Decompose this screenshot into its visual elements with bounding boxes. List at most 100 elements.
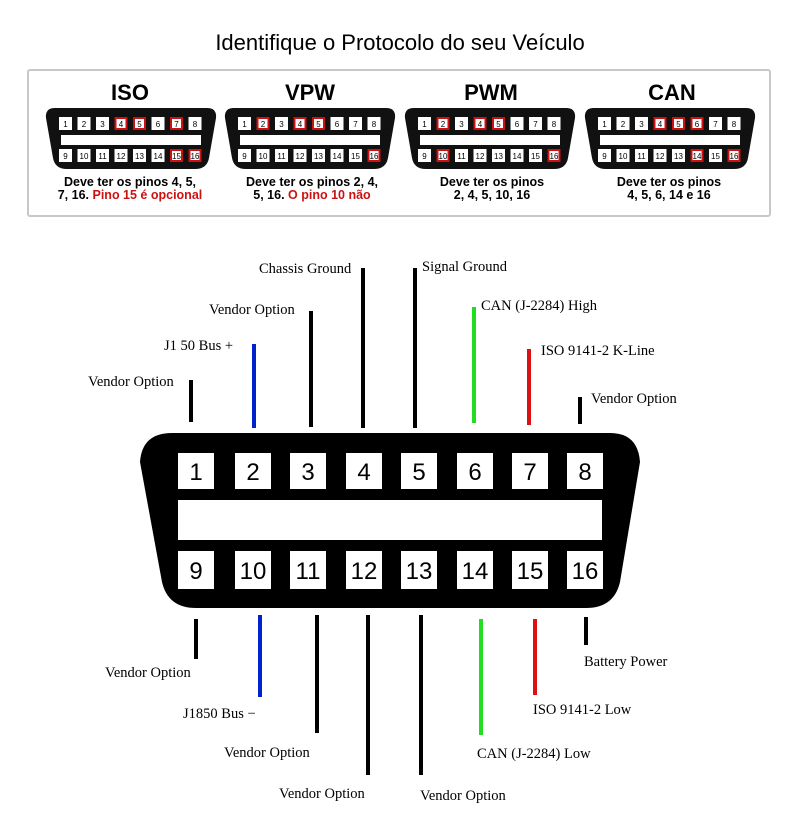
mini-pin-number: 1 [63, 120, 68, 129]
pin-16: 16 [567, 551, 603, 589]
mini-pin-number: 6 [156, 120, 161, 129]
mini-pin-8: 8 [367, 117, 381, 130]
pin-1: 1 [178, 453, 214, 489]
mini-pin-number: 2 [621, 120, 626, 129]
mini-pin-11: 11 [275, 149, 288, 162]
pin-number: 6 [468, 459, 481, 486]
mini-pin-number: 6 [515, 120, 520, 129]
mini-pin-16: 16 [727, 149, 741, 162]
mini-pin-number: 1 [242, 120, 247, 129]
mini-pin-number: 10 [80, 152, 89, 161]
desc-line2: 2, 4, 5, 10, 16 [453, 188, 531, 202]
mini-pin-11: 11 [455, 149, 468, 162]
mini-pin-12: 12 [653, 149, 667, 162]
mini-pin-5: 5 [133, 117, 146, 130]
mini-pin-number: 14 [513, 152, 522, 161]
wire-pin-2 [252, 344, 256, 428]
desc-line2-black: 5, 16. [253, 188, 285, 202]
mini-pin-15: 15 [349, 149, 362, 162]
pin-number: 9 [189, 558, 202, 585]
mini-pin-number: 12 [656, 152, 665, 161]
mini-pin-number: 2 [82, 120, 87, 129]
mini-pin-number: 10 [439, 152, 448, 161]
mini-pin-number: 10 [259, 152, 268, 161]
mini-pin-number: 11 [637, 152, 646, 161]
mini-pin-11: 11 [96, 149, 109, 162]
mini-pin-number: 1 [422, 120, 427, 129]
wire-pin-14 [479, 619, 483, 735]
mini-pin-number: 15 [351, 152, 360, 161]
mini-pin-number: 3 [459, 120, 464, 129]
mini-pin-1: 1 [598, 117, 611, 130]
pin-3: 3 [290, 453, 326, 489]
desc-line1: Deve ter os pinos [616, 175, 722, 189]
pin-2: 2 [235, 453, 271, 489]
mini-pin-14: 14 [151, 149, 165, 162]
pin-number: 2 [246, 459, 259, 486]
mini-pin-6: 6 [690, 117, 704, 130]
label-pin-11: Vendor Option [224, 745, 310, 761]
wire-pin-11 [315, 615, 319, 733]
mini-pin-2: 2 [77, 117, 91, 130]
mini-pin-10: 10 [616, 149, 630, 162]
mini-pin-number: 15 [172, 152, 181, 161]
mini-pin-number: 16 [550, 152, 559, 161]
mini-pin-number: 3 [279, 120, 284, 129]
protocol-desc-can: Deve ter os pinos 4, 5, 6, 14 e 16 [579, 176, 759, 202]
label-pin-9: Vendor Option [105, 665, 191, 681]
desc-line2: 7, 16. Pino 15 é opcional [40, 189, 220, 202]
mini-pin-12: 12 [473, 149, 487, 162]
pin-8: 8 [567, 453, 603, 489]
mini-pin-number: 9 [422, 152, 427, 161]
mini-pin-4: 4 [653, 117, 667, 130]
mini-pin-number: 9 [63, 152, 68, 161]
mini-pin-number: 4 [298, 120, 303, 129]
pin-number: 10 [240, 558, 267, 585]
mini-pin-number: 5 [676, 120, 681, 129]
mini-pin-number: 1 [602, 120, 607, 129]
label-pin-7: ISO 9141-2 K-Line [541, 343, 655, 359]
pin-10: 10 [235, 551, 271, 589]
label-pin-2: J1 50 Bus + [164, 338, 234, 354]
mini-pin-number: 12 [296, 152, 305, 161]
protocol-can: CAN [582, 80, 762, 106]
pin-13: 13 [401, 551, 437, 589]
wire-pin-7 [527, 349, 531, 425]
mini-pin-3: 3 [96, 117, 109, 130]
label-pin-4: Chassis Ground [259, 261, 352, 277]
mini-pin-9: 9 [59, 149, 72, 162]
mini-pin-16: 16 [188, 149, 202, 162]
mini-pin-16: 16 [547, 149, 561, 162]
wire-pin-1 [189, 380, 193, 422]
pin-number: 8 [578, 459, 591, 486]
mini-pin-number: 8 [193, 120, 198, 129]
mini-pin-number: 5 [137, 120, 142, 129]
mini-pin-number: 7 [174, 120, 179, 129]
wire-pin-16 [584, 617, 588, 645]
mini-pin-number: 12 [117, 152, 126, 161]
pin-number: 12 [351, 558, 378, 585]
mini-pin-number: 13 [674, 152, 683, 161]
mini-pin-13: 13 [492, 149, 505, 162]
mini-connector-slot [600, 135, 740, 145]
mini-pin-number: 8 [372, 120, 377, 129]
mini-connector-slot [240, 135, 380, 145]
mini-pin-10: 10 [256, 149, 270, 162]
mini-pin-9: 9 [238, 149, 251, 162]
desc-line1: Deve ter os pinos [439, 175, 545, 189]
wire-pin-6 [472, 307, 476, 423]
connector-slot [178, 500, 602, 540]
mini-pin-number: 5 [316, 120, 321, 129]
pin-number: 1 [189, 459, 202, 486]
desc-line2-black: 7, 16. [57, 188, 90, 202]
pin-4: 4 [346, 453, 382, 489]
mini-pin-10: 10 [436, 149, 450, 162]
mini-pin-4: 4 [293, 117, 307, 130]
mini-pin-10: 10 [77, 149, 91, 162]
mini-pin-8: 8 [188, 117, 202, 130]
pin-14: 14 [457, 551, 493, 589]
pin-number: 3 [301, 459, 314, 486]
mini-pin-6: 6 [510, 117, 524, 130]
wire-pin-15 [533, 619, 537, 695]
